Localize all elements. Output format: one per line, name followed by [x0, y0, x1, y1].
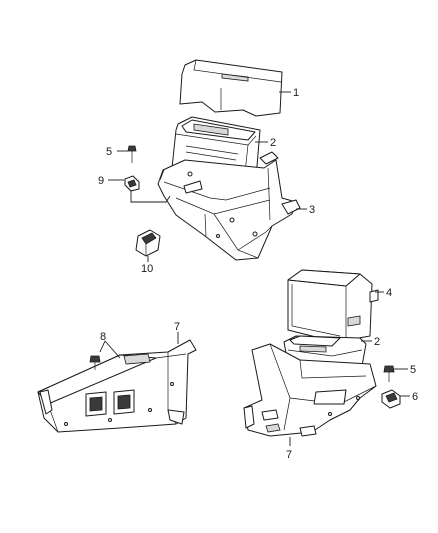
callout-1: 1	[293, 87, 299, 99]
leader-line-9-to-bracket	[130, 190, 171, 203]
tray-bracket-part-3	[157, 151, 301, 261]
screw-part-8	[89, 355, 101, 370]
leader-line-8-branch	[104, 340, 121, 359]
callout-7-left: 7	[174, 321, 180, 333]
callout-9: 9	[98, 175, 104, 187]
cover-box-part-4	[287, 269, 379, 343]
callout-10: 10	[141, 263, 153, 275]
console-bracket-part-7-left	[37, 339, 197, 433]
callout-2-bottom: 2	[374, 336, 380, 348]
callout-5-top: 5	[106, 146, 112, 158]
callout-8: 8	[100, 331, 106, 343]
callout-4: 4	[386, 287, 392, 299]
clip-part-6	[381, 389, 401, 409]
callout-5-bottom: 5	[410, 364, 416, 376]
cover-panel-part-1	[179, 59, 283, 117]
leader-line-8	[99, 340, 106, 353]
clip-part-9	[124, 175, 140, 192]
screw-part-5-bottom	[383, 365, 395, 382]
callout-7-bottom: 7	[286, 449, 292, 461]
console-base-part-7-bottom	[243, 343, 377, 437]
callout-3: 3	[309, 204, 315, 216]
screw-part-5-top	[127, 145, 137, 163]
connector-part-10	[135, 229, 161, 257]
callout-2-top: 2	[270, 137, 276, 149]
callout-6: 6	[412, 391, 418, 403]
